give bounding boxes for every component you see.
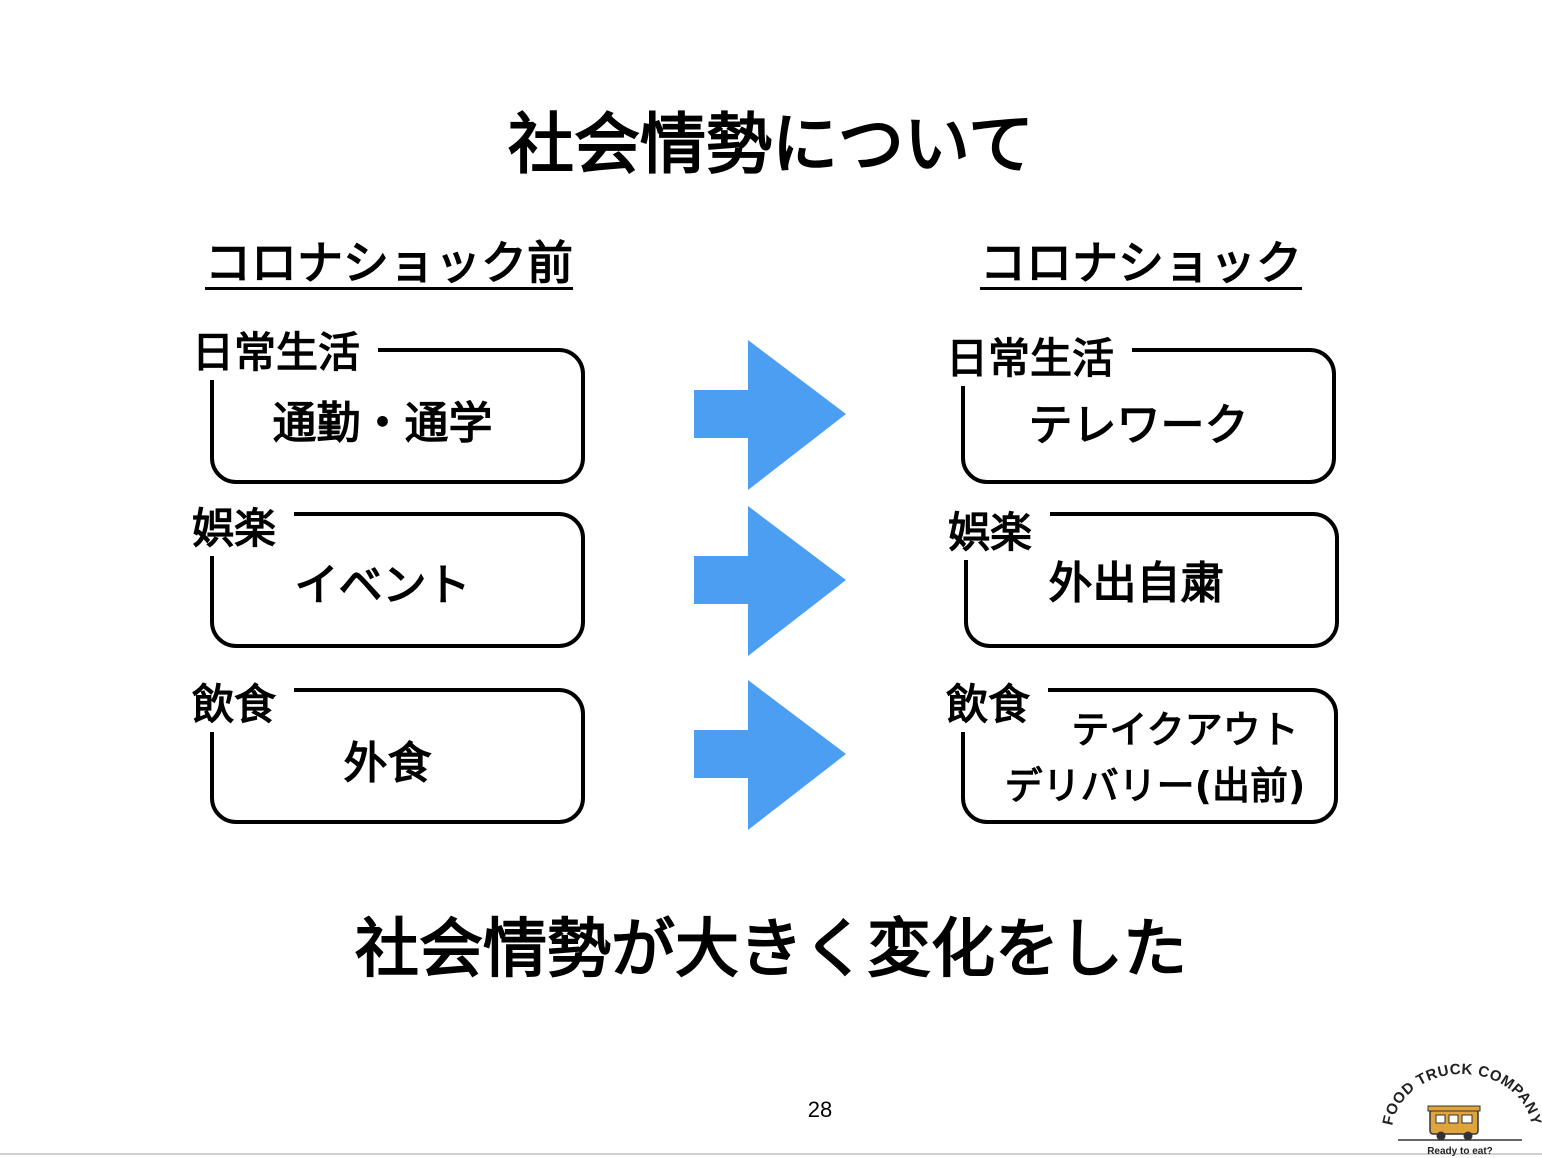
box-frame [210,512,585,648]
after-item: 外出自粛 [1048,558,1225,609]
category-label: 日常生活 [946,338,1133,386]
box-frame [961,348,1336,484]
right-arrow-icon [694,680,846,830]
box-frame [210,688,585,824]
box-frame [964,512,1339,648]
category-label: 娯楽 [948,512,1051,560]
page-number: 28 [807,1097,833,1122]
before-item: 通勤・通学 [272,398,493,449]
before-column-heading: コロナショック前 [205,236,573,290]
after-column-heading: コロナショック [980,236,1302,290]
right-arrow-icon [694,506,846,656]
category-label: 娯楽 [192,508,295,556]
before-item: 外食 [343,738,432,789]
after-item-line-2: デリバリー(出前) [1004,764,1306,808]
after-item-line-1: テイクアウト [1071,708,1299,752]
food-truck-icon: FOOD TRUCK COMPANY Ready to eat? [1379,1062,1542,1157]
category-label: 日常生活 [192,332,379,380]
svg-text:Ready to eat?: Ready to eat? [1427,1146,1493,1157]
after-item: テレワーク [1028,400,1249,451]
before-item: イベント [294,560,471,611]
right-arrow-icon [694,340,846,490]
box-frame [210,348,585,484]
category-label: 飲食 [946,684,1049,732]
footer-divider [0,1153,1542,1155]
conclusion-text: 社会情勢が大きく変化をした [355,913,1187,987]
slide-title: 社会情勢について [507,106,1035,183]
category-label: 飲食 [192,684,295,732]
box-frame [961,688,1338,824]
